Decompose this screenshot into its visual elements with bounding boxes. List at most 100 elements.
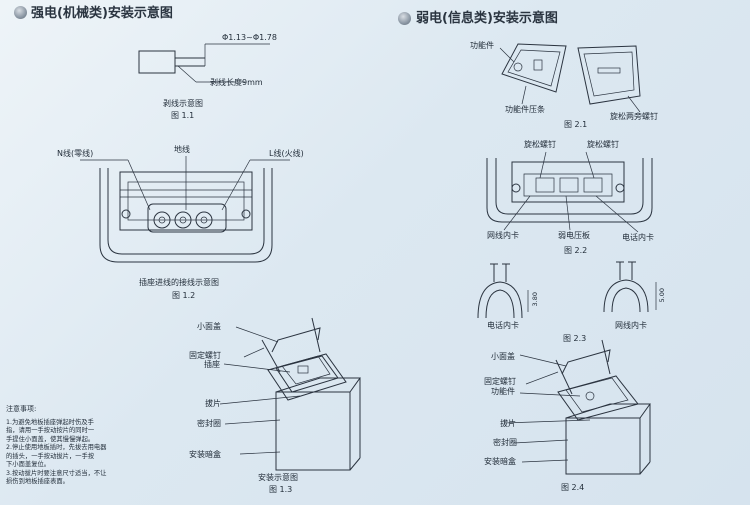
right-screw [241, 209, 251, 219]
module-b-slot [597, 67, 621, 74]
weak-install-box [565, 417, 641, 475]
module-b-frame [577, 45, 641, 105]
seal-label: 密封圈 [197, 419, 221, 428]
notes-block: 注意事项: 1.为避免地板插座弹起时伤及手 指，请用一手按动按片的同时一 手提住… [6, 405, 106, 487]
module-b-inner [583, 51, 635, 97]
loosen-screws-label: 旋松两旁螺钉 [610, 112, 658, 121]
terminal-n-core [158, 216, 166, 224]
weak-install-box-top [565, 403, 651, 419]
l-leader-diag [221, 159, 251, 211]
screw-left [261, 339, 281, 373]
weak-plate-frame [557, 375, 639, 421]
mid-jack [559, 177, 579, 193]
phone-jack [583, 177, 603, 193]
phone-clip-shape [477, 281, 523, 319]
phone-clip-label: 电话内卡 [622, 233, 654, 242]
weak-plate-inner [565, 377, 629, 413]
fig23-number: 图 2.3 [563, 334, 587, 343]
weak-box-edge [639, 461, 651, 475]
socket-terminal-block [147, 203, 227, 233]
weak-module-leader [519, 392, 581, 397]
net-jack [535, 177, 555, 193]
phone-leader [595, 195, 639, 233]
weak-left-screw [511, 183, 521, 193]
weak-screw-left [555, 359, 573, 395]
screw-right [311, 317, 321, 353]
section-bullet-icon [14, 6, 27, 19]
net-clip-shape [603, 279, 649, 313]
install-box-top [275, 377, 361, 393]
terminal-ground [174, 211, 192, 229]
module-strip-label: 功能件压条 [505, 105, 545, 114]
module-a-inner [507, 49, 561, 87]
loosen-screw-left-label: 旋松螺钉 [524, 140, 556, 149]
note-line: 指，请用一手按动按片的同时一 [6, 427, 95, 434]
box-label: 安装暗盒 [189, 450, 221, 459]
n-wire-label: N线(零线) [57, 149, 94, 158]
cover-label: 小面盖 [197, 322, 221, 331]
weak-seal-label: 密封圈 [493, 438, 517, 447]
net-clip-tabs [616, 261, 636, 280]
screw-l-leader [539, 151, 547, 179]
box-leader [239, 451, 281, 455]
weak-raised-cover [561, 349, 611, 375]
screw-r-leader [585, 151, 595, 179]
weak-plate-label: 弱电压板 [558, 231, 590, 240]
weak-clip-leader [503, 419, 591, 424]
module-label: 功能件 [470, 41, 494, 50]
socket-slot [297, 365, 309, 374]
screw-label: 固定螺钉 [189, 351, 221, 360]
module-a-port [533, 59, 543, 71]
left-section-title: 强电(机械类)安装示意图 [31, 6, 173, 21]
loosen-screw-right-label: 旋松螺钉 [587, 140, 619, 149]
weak-cover-leader [519, 354, 567, 367]
socket-face [281, 355, 331, 385]
note-line: 1.为避免地板插座弹起时伤及手 [6, 418, 94, 426]
weak-housing [511, 161, 625, 203]
install-box-edge [349, 457, 361, 471]
weak-inner-frame [495, 158, 644, 215]
fig11-number: 图 1.1 [171, 111, 195, 120]
fig24-number: 图 2.4 [561, 483, 585, 492]
screw-leader-2 [627, 95, 641, 113]
plate-leader [565, 195, 571, 231]
strip-leader-2 [521, 85, 527, 105]
terminal-l-core [200, 216, 208, 224]
weak-screw-right [601, 339, 611, 375]
socket-outer-frame [99, 168, 273, 263]
n-leader-diag [127, 159, 151, 211]
seal-leader [224, 419, 281, 425]
weak-plate [523, 173, 613, 197]
note-line: 损伤到地板插座表面。 [6, 478, 69, 485]
dim-right-label: 5.00 [657, 288, 666, 303]
net-clip-label: 网线内卡 [487, 231, 519, 240]
socket-plate-inner [275, 355, 339, 393]
weak-screw-label: 固定螺钉 [484, 377, 516, 386]
note-line: 3.按动拔片时要注意尺寸适当，不让 [6, 469, 107, 477]
weak-module-label: 功能件 [491, 387, 515, 396]
socket-leader [223, 363, 291, 373]
clip-leader [219, 395, 301, 405]
net-clip-inner [611, 287, 641, 313]
weak-clip-label: 拔片 [500, 419, 516, 428]
module-a-frame [501, 43, 567, 93]
terminal-ground-core [179, 216, 187, 224]
fig21-number: 图 2.1 [564, 120, 588, 129]
cover-leader [235, 326, 279, 343]
socket-label: 插座 [204, 360, 220, 369]
ground-wire-label: 地线 [174, 145, 190, 154]
notes-title: 注意事项: [6, 405, 37, 413]
wire-strip-label: 剥线长度9mm [210, 78, 263, 87]
fig12-number: 图 1.2 [172, 291, 196, 300]
fig23-net-clip-label: 网线内卡 [615, 321, 647, 330]
net-leader [503, 195, 531, 231]
phone-clip-tabs [490, 263, 510, 282]
fig12-caption: 插座进线的接线示意图 [139, 278, 219, 287]
fig11-caption: 剥线示意图 [163, 99, 203, 108]
fig13-caption: 安装示意图 [258, 473, 298, 482]
weak-right-screw [615, 183, 625, 193]
left-screw [121, 209, 131, 219]
screw-leader [243, 347, 265, 358]
